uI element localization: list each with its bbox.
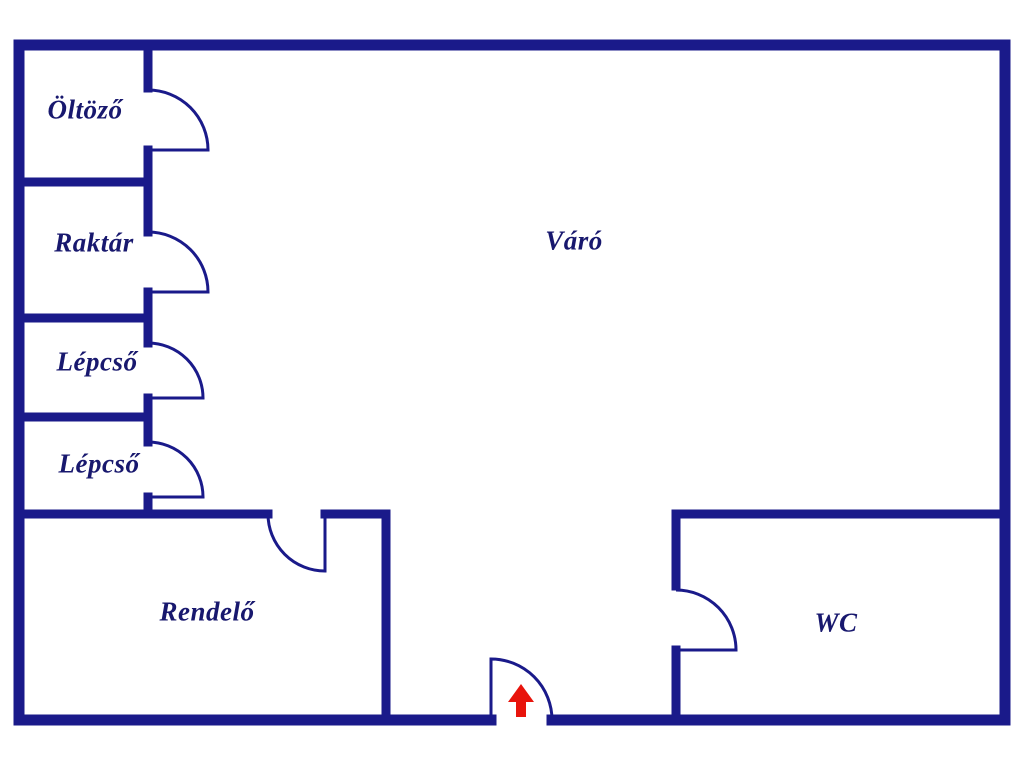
door-lepcso-lower [147, 440, 205, 499]
room-label-varo: Váró [545, 225, 603, 256]
door-entrance [489, 657, 554, 721]
room-label-oltozo: Öltöző [47, 94, 123, 125]
entrance-arrow-icon [508, 684, 534, 717]
room-label-lepcso-lower: Lépcső [58, 448, 140, 479]
door-wc [675, 588, 738, 652]
interior-walls [14, 40, 1010, 725]
room-label-lepcso-upper: Lépcső [56, 346, 138, 377]
door-oltozo [147, 88, 210, 152]
room-label-wc: WC [814, 607, 858, 638]
outer-walls [13, 39, 1011, 726]
room-label-rendelo: Rendelő [159, 596, 255, 627]
door-lepcso-upper [147, 341, 205, 400]
room-label-raktar: Raktár [54, 227, 134, 258]
door-rendelo [266, 513, 327, 573]
door-raktar [147, 230, 210, 294]
door-symbols [147, 88, 738, 721]
